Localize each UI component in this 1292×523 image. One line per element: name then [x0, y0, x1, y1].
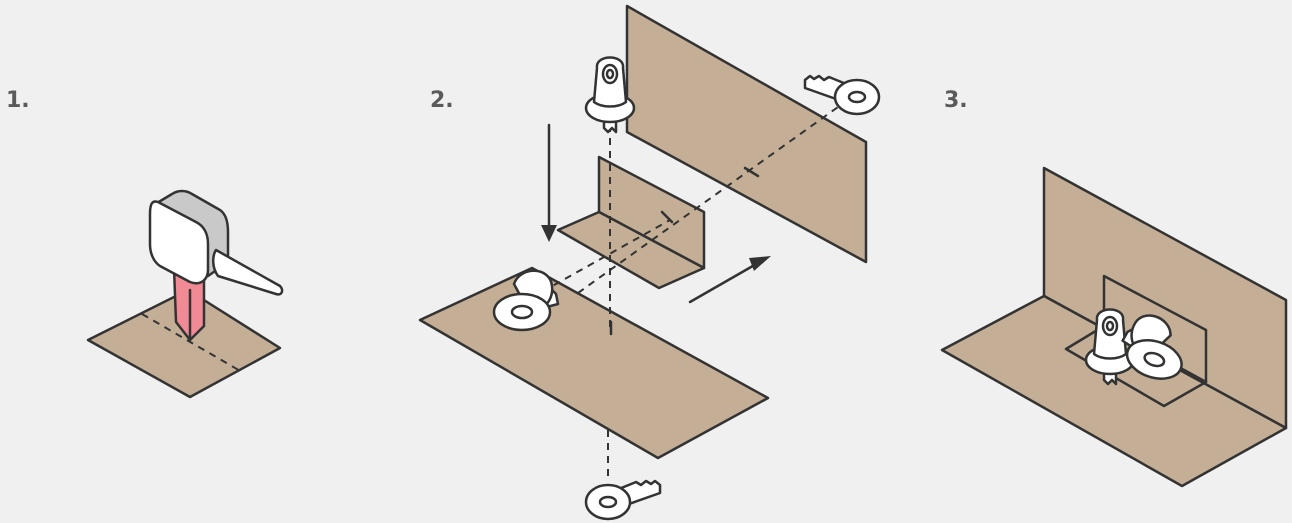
step-1-label: 1. [6, 88, 30, 113]
step-3-label: 3. [944, 88, 968, 113]
cut-line [141, 313, 243, 373]
step-2-bracket-base [556, 210, 706, 290]
arrow-icon [688, 256, 771, 304]
step-2-group [418, 4, 881, 521]
step-2-upright-board [625, 4, 868, 264]
step-3-base-board [940, 294, 1288, 488]
step-1-group [86, 189, 284, 399]
step-2-base-board [418, 266, 770, 460]
fastener-icon [803, 74, 881, 116]
cutting-tool-icon [148, 189, 284, 342]
fastener-icon [584, 479, 662, 521]
arrow-icon [541, 123, 557, 242]
step-3-group [940, 166, 1288, 488]
step-1-board [86, 288, 282, 399]
step-2-label: 2. [430, 88, 454, 113]
